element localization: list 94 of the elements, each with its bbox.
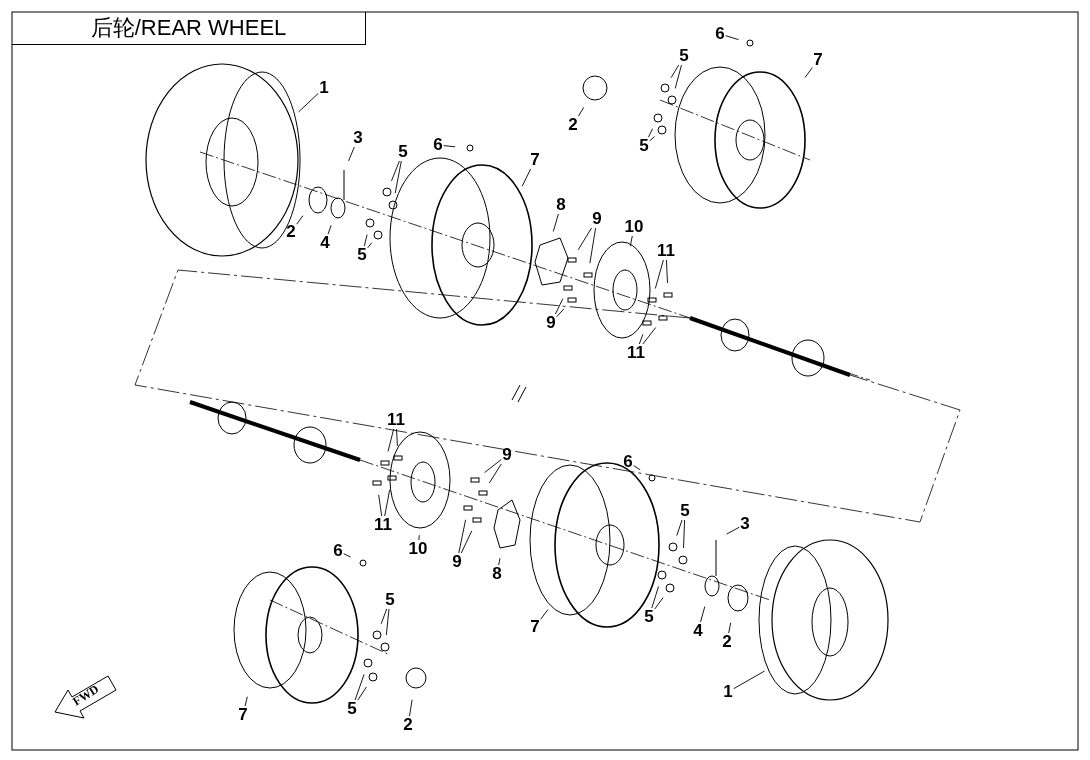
callout-number: 8: [491, 565, 503, 583]
leader-line: [498, 557, 501, 566]
leader-line: [589, 227, 597, 264]
callout-number: 2: [402, 716, 414, 734]
leader-line: [648, 128, 654, 138]
leader-line: [521, 168, 532, 187]
callout-number: 3: [739, 515, 751, 533]
leader-line: [556, 308, 565, 318]
leader-line: [418, 534, 420, 541]
callout-number: 5: [397, 143, 409, 161]
callout-number: 9: [591, 210, 603, 228]
leader-line: [654, 259, 664, 289]
leader-line: [642, 327, 657, 345]
callout-number: 9: [501, 446, 513, 464]
callout-number: 4: [319, 234, 331, 252]
callout-number: 11: [626, 344, 646, 362]
leader-line: [348, 146, 355, 162]
leader-line: [700, 606, 706, 623]
callout-number: 8: [555, 196, 567, 214]
leader-line: [387, 428, 395, 452]
leader-line: [552, 213, 559, 232]
callout-number: 7: [529, 151, 541, 169]
callout-number: 2: [285, 223, 297, 241]
callout-number: 6: [332, 542, 344, 560]
callout-number: 5: [638, 137, 650, 155]
leader-line: [674, 64, 682, 89]
callout-number: 5: [384, 591, 396, 609]
leader-line: [633, 465, 641, 471]
callout-number: 5: [356, 246, 368, 264]
leader-line: [396, 428, 398, 447]
callout-number: 5: [346, 700, 358, 718]
callout-number: 7: [529, 618, 541, 636]
callout-number: 1: [722, 683, 734, 701]
callout-number: 5: [679, 502, 691, 520]
callout-number: 10: [623, 218, 645, 236]
leader-line: [460, 530, 473, 554]
leader-line: [394, 160, 402, 194]
leader-line: [385, 608, 390, 636]
leader-line: [380, 608, 388, 625]
leader-line: [343, 553, 352, 558]
callout-number: 5: [643, 608, 655, 626]
leader-line: [488, 463, 502, 484]
leader-line: [629, 235, 633, 247]
callout-number: 3: [352, 129, 364, 147]
callout-number: 6: [432, 136, 444, 154]
leader-line: [726, 526, 740, 535]
leader-line: [676, 519, 683, 537]
callout-number: 11: [386, 411, 406, 429]
callout-number: 11: [373, 516, 393, 534]
callout-number: 10: [407, 540, 429, 558]
leader-line: [728, 622, 732, 634]
leader-line: [354, 673, 365, 701]
leader-line: [665, 259, 668, 284]
callout-number: 2: [567, 116, 579, 134]
leader-line: [654, 597, 664, 610]
leader-line: [391, 160, 400, 182]
leader-line: [458, 519, 467, 554]
callout-number: 6: [622, 453, 634, 471]
leader-line: [296, 215, 304, 225]
callout-number: 5: [678, 47, 690, 65]
callout-number: 9: [545, 314, 557, 332]
leader-line: [443, 145, 456, 148]
leader-line: [670, 64, 680, 79]
leader-line: [733, 670, 766, 690]
callout-number: 2: [721, 633, 733, 651]
leader-line: [484, 459, 502, 474]
leader-line: [367, 242, 373, 249]
leader-line: [298, 92, 319, 113]
leader-line: [357, 686, 367, 701]
callout-number: 7: [812, 51, 824, 69]
leader-line: [649, 136, 656, 142]
callout-number: 11: [656, 242, 676, 260]
leader-line: [378, 494, 383, 517]
callout-number: 9: [451, 553, 463, 571]
leader-line: [577, 227, 592, 251]
callout-number: 4: [692, 622, 704, 640]
leader-line: [683, 519, 686, 549]
leader-line: [554, 298, 564, 315]
direction-label: FWD: [70, 681, 102, 710]
leader-line: [578, 106, 585, 117]
leader-line: [638, 333, 644, 345]
leader-line: [409, 699, 413, 717]
callout-number: 6: [714, 25, 726, 43]
leader-line: [244, 696, 248, 707]
callout-number: 7: [237, 706, 249, 724]
leader-line: [384, 489, 391, 517]
leader-line: [804, 67, 813, 78]
leader-line: [540, 609, 549, 620]
leader-line: [725, 35, 739, 41]
callout-number: 1: [318, 79, 330, 97]
diagram-title: 后轮/REAR WHEEL: [12, 12, 366, 45]
leader-line: [363, 234, 368, 247]
leader-line: [651, 586, 659, 609]
leader-line: [327, 224, 332, 235]
